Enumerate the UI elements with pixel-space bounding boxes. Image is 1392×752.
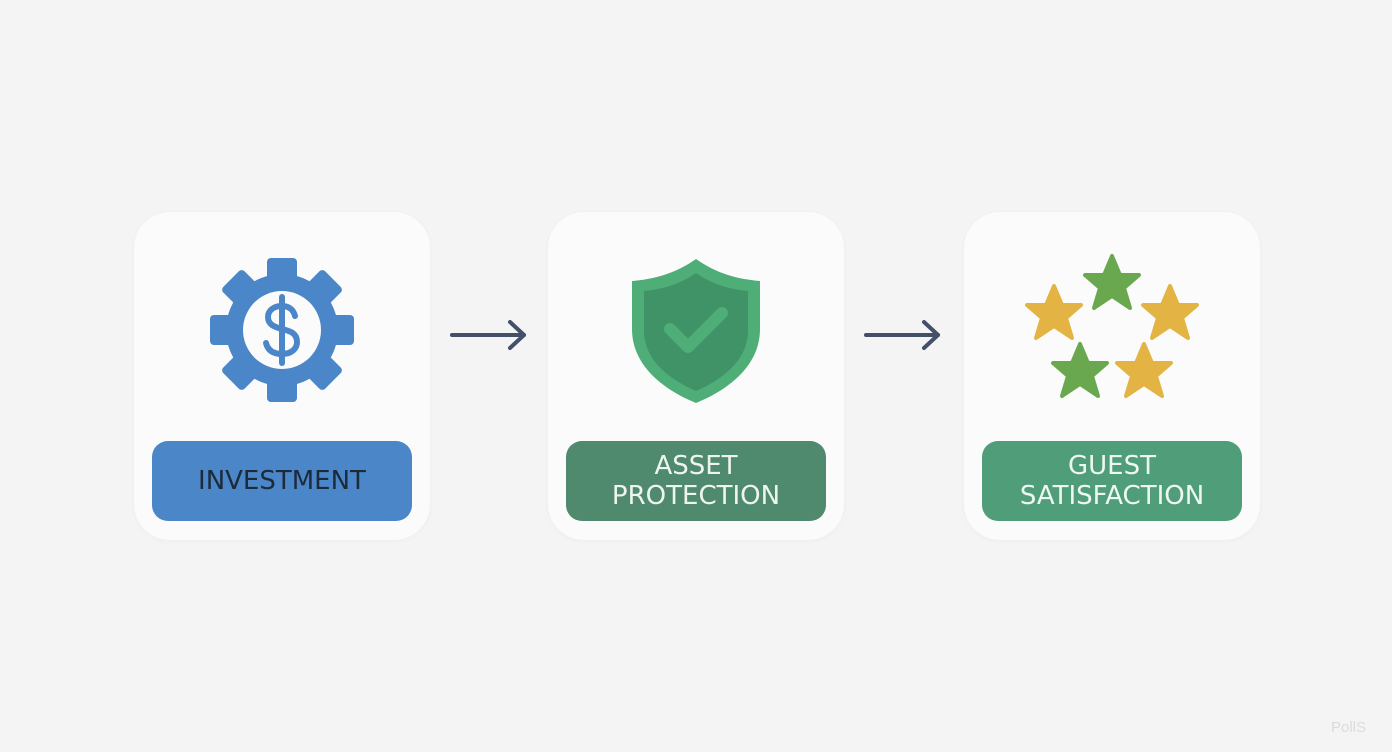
step-label-text: GUEST SATISFACTION	[1019, 451, 1205, 511]
step-card-asset-protection: ASSET PROTECTION	[548, 212, 844, 540]
step-label-guest-satisfaction: GUEST SATISFACTION	[982, 441, 1242, 521]
stars-icon	[964, 252, 1260, 408]
step-label-investment: INVESTMENT	[152, 441, 412, 521]
step-card-investment: INVESTMENT	[134, 212, 430, 540]
gear-dollar-icon	[134, 252, 430, 408]
step-label-text: ASSET PROTECTION	[611, 451, 781, 511]
arrow-right-icon	[450, 320, 526, 350]
step-label-asset-protection: ASSET PROTECTION	[566, 441, 826, 521]
arrow-right-icon	[864, 320, 940, 350]
step-card-guest-satisfaction: GUEST SATISFACTION	[964, 212, 1260, 540]
watermark: PollS	[1330, 719, 1366, 736]
shield-check-icon	[548, 252, 844, 408]
step-label-text: INVESTMENT	[198, 466, 366, 496]
